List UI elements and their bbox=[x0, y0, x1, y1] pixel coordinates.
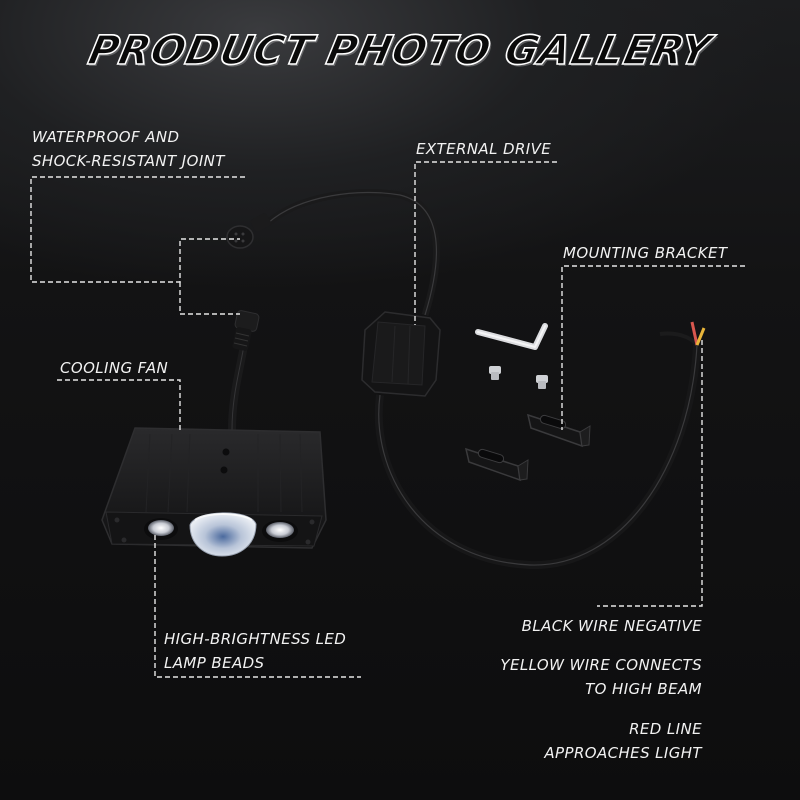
callout-led-beads: HIGH-BRIGHTNESS LED LAMP BEADS bbox=[164, 627, 346, 675]
callout-cooling-fan: COOLING FAN bbox=[60, 356, 168, 380]
callout-line: EXTERNAL DRIVE bbox=[416, 140, 552, 158]
mounting-bracket-icon bbox=[464, 447, 529, 482]
red-wire-icon bbox=[690, 321, 699, 346]
external-drive-box-icon bbox=[361, 311, 441, 397]
callout-line: YELLOW WIRE CONNECTS bbox=[500, 656, 702, 674]
output-cable bbox=[374, 321, 706, 570]
screw-icon bbox=[536, 375, 548, 389]
callout-line: TO HIGH BEAM bbox=[585, 680, 702, 698]
page-title: PRODUCT PHOTO GALLERY bbox=[84, 27, 717, 75]
leader-line-wires bbox=[597, 340, 703, 607]
callout-line: LAMP BEADS bbox=[164, 654, 265, 672]
male-connector-icon bbox=[232, 310, 260, 351]
callout-line: WATERPROOF AND bbox=[32, 128, 180, 146]
callout-line: BLACK WIRE NEGATIVE bbox=[521, 617, 702, 635]
callout-waterproof-joint: WATERPROOF AND SHOCK-RESISTANT JOINT bbox=[32, 125, 225, 173]
callout-line: HIGH-BRIGHTNESS LED bbox=[164, 630, 347, 648]
leader-line-waterproof-joint bbox=[30, 176, 245, 283]
callout-yellow-wire: YELLOW WIRE CONNECTS TO HIGH BEAM bbox=[500, 653, 702, 701]
leader-lines bbox=[30, 161, 745, 678]
callout-line: MOUNTING BRACKET bbox=[563, 244, 728, 262]
screw-icon bbox=[489, 366, 501, 380]
callout-line: SHOCK-RESISTANT JOINT bbox=[32, 152, 225, 170]
led-bead-left-icon bbox=[144, 518, 178, 540]
led-bead-center-icon bbox=[189, 512, 257, 557]
mounting-bracket-icon bbox=[526, 413, 591, 448]
callout-external-drive: EXTERNAL DRIVE bbox=[416, 137, 551, 161]
callout-mounting-bracket: MOUNTING BRACKET bbox=[563, 241, 727, 265]
callout-line: APPROACHES LIGHT bbox=[544, 744, 702, 762]
leader-line-male-connector bbox=[179, 282, 240, 315]
yellow-wire-icon bbox=[695, 327, 706, 346]
callout-red-line: RED LINE APPROACHES LIGHT bbox=[544, 717, 702, 765]
lamp-cable bbox=[228, 344, 248, 431]
led-bead-right-icon bbox=[262, 520, 298, 542]
callout-line: COOLING FAN bbox=[60, 359, 169, 377]
callout-line: RED LINE bbox=[629, 720, 702, 738]
callout-black-wire: BLACK WIRE NEGATIVE bbox=[522, 614, 702, 638]
waterproof-joint-connector-icon bbox=[226, 213, 272, 249]
leader-line-cooling-fan bbox=[57, 379, 181, 432]
leader-line-mounting-bracket bbox=[561, 265, 745, 430]
leader-line-external-drive bbox=[414, 161, 557, 325]
joint-cable bbox=[265, 188, 440, 317]
allen-wrench-icon bbox=[475, 323, 548, 350]
